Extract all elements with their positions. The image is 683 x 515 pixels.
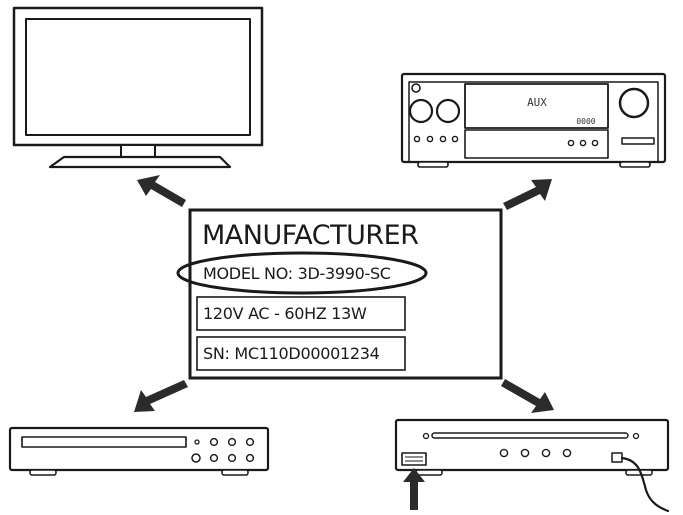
tv-stand (48, 155, 232, 169)
set-top-box-icon (394, 418, 670, 476)
player-power-button-icon (191, 453, 201, 463)
player-button-icon (227, 437, 237, 447)
product-label: MANUFACTURER MODEL NO: 3D-3990-SC 120V A… (176, 208, 503, 380)
receiver-button-icon (426, 135, 434, 143)
receiver-button-icon (413, 135, 421, 143)
player-indicator-icon (194, 439, 200, 445)
disc-player-icon (8, 426, 270, 476)
receiver-left-knob-icon (408, 98, 434, 124)
label-manufacturer: MANUFACTURER (202, 220, 418, 251)
arrow-to-player-icon (134, 380, 188, 412)
label-power-rating: 120V AC - 60HZ 13W (203, 304, 367, 323)
receiver-button-icon (451, 135, 459, 143)
settop-indicator-icon (422, 432, 430, 440)
arrow-to-settop-icon (501, 379, 554, 413)
label-frame (188, 208, 503, 380)
arrow-to-receiver-icon (503, 179, 552, 210)
settop-button-icon (520, 448, 530, 458)
flat-screen-tv-icon (12, 6, 264, 169)
player-button-icon (209, 437, 219, 447)
settop-body (394, 418, 670, 472)
label-model-number: MODEL NO: 3D-3990-SC (203, 264, 391, 283)
receiver-power-indicator-icon (411, 83, 421, 93)
receiver-inner-line (408, 81, 659, 162)
settop-indicator-icon (632, 432, 640, 440)
settop-button-icon (499, 448, 509, 458)
receiver-button-icon (591, 139, 599, 147)
arrow-to-tv-icon (137, 175, 186, 207)
receiver-display-text: AUX (527, 96, 547, 109)
receiver-lower-panel (464, 129, 609, 159)
settop-foot (415, 469, 443, 476)
receiver-button-icon (567, 139, 575, 147)
settop-slot (431, 432, 629, 439)
av-receiver-icon (400, 72, 667, 168)
player-button-icon (245, 453, 255, 463)
receiver-button-icon (439, 135, 447, 143)
receiver-left-knob-icon (435, 98, 461, 124)
receiver-foot (417, 161, 449, 168)
receiver-foot (619, 161, 651, 168)
player-foot (29, 469, 57, 476)
settop-cable-port (611, 452, 623, 463)
label-serial-box (196, 336, 406, 371)
player-disc-tray (21, 436, 187, 448)
settop-power-cable (620, 456, 670, 513)
model-number-highlight (176, 251, 428, 295)
receiver-button-icon (579, 139, 587, 147)
receiver-front-slot (621, 137, 655, 145)
settop-label-location (401, 452, 427, 466)
player-button-icon (209, 453, 219, 463)
settop-button-icon (562, 448, 572, 458)
label-serial-number: SN: MC110D00001234 (203, 344, 380, 363)
receiver-display-counter: 0000 (576, 117, 595, 126)
player-body (8, 426, 270, 472)
player-button-icon (227, 453, 237, 463)
player-foot (221, 469, 249, 476)
arrow-to-label-location-icon (403, 468, 425, 510)
settop-button-icon (541, 448, 551, 458)
player-button-icon (245, 437, 255, 447)
tv-screen (25, 18, 251, 136)
receiver-display-panel (464, 83, 609, 129)
receiver-volume-knob-icon (618, 87, 650, 119)
label-power-box (196, 296, 406, 331)
